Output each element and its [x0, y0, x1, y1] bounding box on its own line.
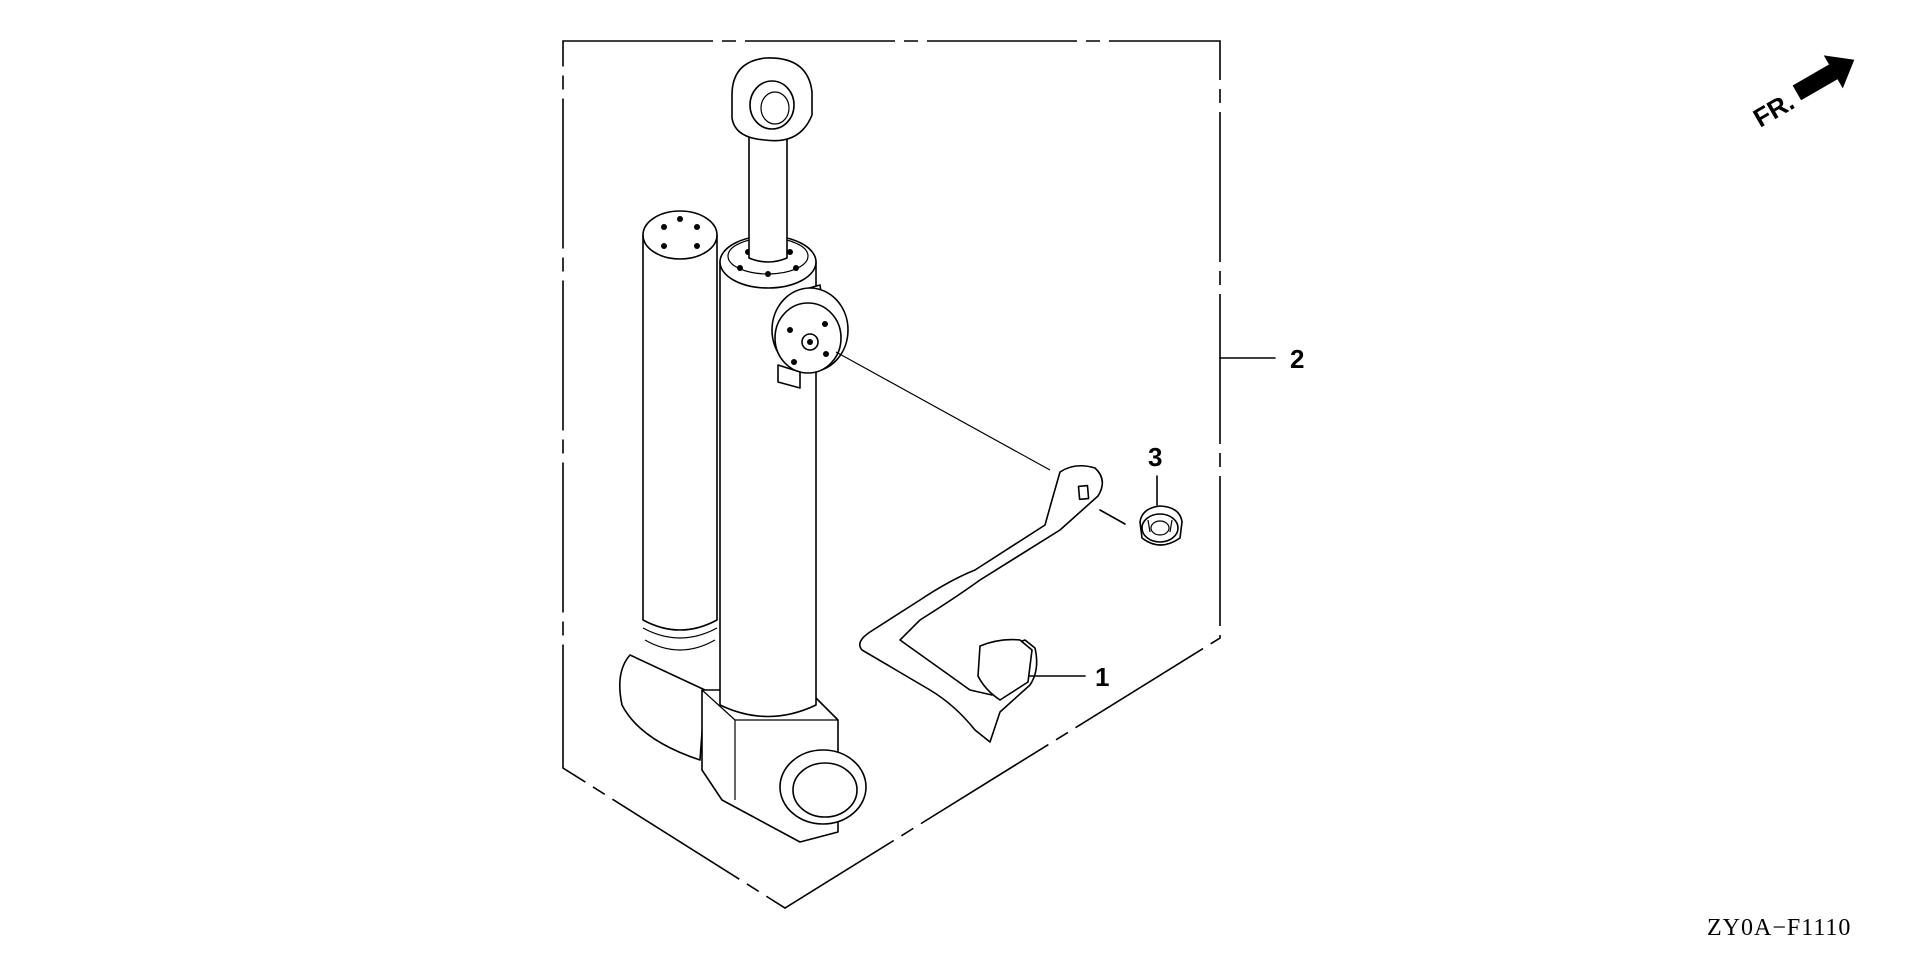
piston-rod [731, 57, 813, 263]
front-direction-indicator: FR. [1748, 55, 1855, 133]
kit-boundary [562, 40, 1221, 909]
bracket-leader-line [835, 351, 1051, 471]
flange-nut-part-3 [1139, 505, 1183, 546]
valve-housing [771, 284, 849, 389]
nut-leader-line [1099, 509, 1126, 525]
front-arrow-icon [1792, 55, 1855, 101]
bracket-part-1 [859, 464, 1104, 743]
front-indicator-label: FR. [1748, 86, 1799, 133]
base-manifold [619, 654, 867, 843]
callout-1-label: 1 [1095, 662, 1109, 692]
callout-3-label: 3 [1148, 442, 1162, 472]
figure-code: ZY0A−F1110 [1707, 915, 1851, 941]
callout-2-label: 2 [1290, 344, 1304, 374]
rear-cylinder [642, 210, 718, 651]
